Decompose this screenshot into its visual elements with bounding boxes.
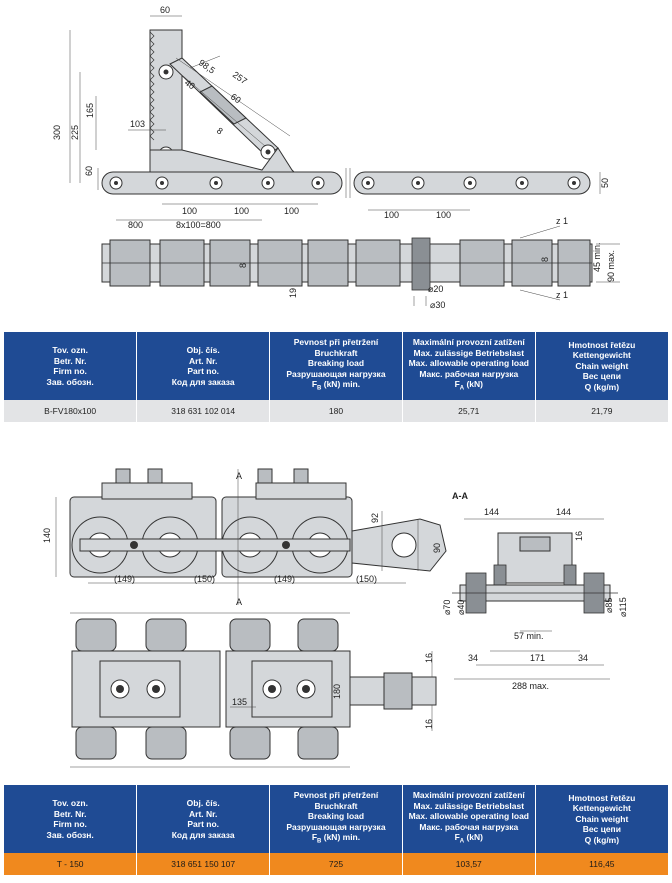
header-part-no: Obj. čís.Art. Nr. Part no.Код для заказа xyxy=(136,332,271,400)
dim-165: 165 xyxy=(85,103,95,118)
dim-300: 300 xyxy=(52,125,62,140)
dim-100-b: 100 xyxy=(234,206,249,216)
section-a-a-view xyxy=(452,518,618,680)
chain-drawing-2: 140 A A (149) (150) (149) (150) 92 90 A-… xyxy=(0,455,672,780)
pitch-149-a: (149) xyxy=(114,574,135,584)
dim-100-d: 100 xyxy=(384,210,399,220)
dimension-lines-1 xyxy=(69,15,601,221)
dim-90: 90 xyxy=(432,543,442,553)
dim-dia-30: ⌀30 xyxy=(430,300,445,310)
dim-60: 60 xyxy=(160,5,170,15)
dim-100-e: 100 xyxy=(436,210,451,220)
cell-chain-weight: 21,79 xyxy=(535,400,668,422)
dim-90-max: 90 max. xyxy=(606,250,616,282)
header-part-no: Obj. čís.Art. Nr. Part no.Код для заказа xyxy=(136,785,271,853)
dim-8-b: 8 xyxy=(238,263,248,268)
spec-table-1: Tov. ozn.Betr. Nr. Firm no.Зав. обозн. O… xyxy=(4,332,668,422)
cell-breaking-load: 725 xyxy=(269,853,403,875)
dim-144-a: 144 xyxy=(484,507,499,517)
header-firm-no: Tov. ozn.Betr. Nr. Firm no.Зав. обозн. xyxy=(4,332,138,400)
chain-top-view xyxy=(101,225,620,306)
dim-16-c: 16 xyxy=(424,719,434,729)
trolley-side-view xyxy=(55,468,447,605)
dim-140: 140 xyxy=(42,528,52,543)
dim-103: 103 xyxy=(130,119,145,129)
chain-strip xyxy=(101,168,591,198)
cell-part-no: 318 651 150 107 xyxy=(136,853,271,875)
dim-19: 19 xyxy=(288,288,298,298)
dim-100-a: 100 xyxy=(182,206,197,216)
dim-dia-70: ⌀70 xyxy=(442,600,452,615)
trolley-top-view xyxy=(70,612,437,768)
cell-max-operating-load: 103,57 xyxy=(402,853,536,875)
dim-135: 135 xyxy=(232,697,247,707)
dim-dia-115: ⌀115 xyxy=(618,597,628,617)
dim-16: 16 xyxy=(574,531,584,541)
dim-8: 8 xyxy=(215,125,225,136)
dim-171: 171 xyxy=(530,653,545,663)
spec-table-2: Tov. ozn.Betr. Nr. Firm no.Зав. обозн. O… xyxy=(4,785,668,875)
dim-16-b: 16 xyxy=(424,653,434,663)
dim-98-5: 98,5 xyxy=(197,57,217,75)
chain-drawing-2-svg: 140 A A (149) (150) (149) (150) 92 90 A-… xyxy=(42,468,628,768)
chain-drawing-1: 60 300 225 165 103 60 98,5 257 40 60 8 1… xyxy=(0,0,672,330)
dim-57-min: 57 min. xyxy=(514,631,544,641)
dim-8-c: 8 xyxy=(540,257,550,262)
dim-180: 180 xyxy=(332,684,342,699)
pitch-149-b: (149) xyxy=(274,574,295,584)
dim-45-min: 45 min. xyxy=(592,242,602,272)
dim-800: 800 xyxy=(128,220,143,230)
cell-part-no: 318 631 102 014 xyxy=(136,400,271,422)
dim-257: 257 xyxy=(231,69,249,86)
dim-50: 50 xyxy=(600,178,610,188)
dim-92: 92 xyxy=(370,513,380,523)
dim-60-c: 60 xyxy=(229,91,243,105)
label-z1-bottom: z 1 xyxy=(556,290,568,300)
header-firm-no: Tov. ozn.Betr. Nr. Firm no.Зав. обозн. xyxy=(4,785,138,853)
dim-100-c: 100 xyxy=(284,206,299,216)
pitch-150-b: (150) xyxy=(356,574,377,584)
cell-chain-weight: 116,45 xyxy=(535,853,668,875)
dim-225: 225 xyxy=(70,125,80,140)
table-row: T - 150 318 651 150 107 725 103,57 116,4… xyxy=(4,853,668,875)
cell-firm-no: B-FV180x100 xyxy=(4,400,138,422)
dim-144-b: 144 xyxy=(556,507,571,517)
cell-breaking-load: 180 xyxy=(269,400,403,422)
table-row: B-FV180x100 318 631 102 014 180 25,71 21… xyxy=(4,400,668,422)
label-z1-top: z 1 xyxy=(556,216,568,226)
dim-288-max: 288 max. xyxy=(512,681,549,691)
cell-firm-no: T - 150 xyxy=(4,853,138,875)
dim-dia-85: ⌀85 xyxy=(604,598,614,613)
dim-dia-40: ⌀40 xyxy=(456,600,466,615)
section-mark-a-bottom: A xyxy=(236,597,242,607)
pitch-150-a: (150) xyxy=(194,574,215,584)
section-label-a-a: A-A xyxy=(452,491,468,501)
dim-34-a: 34 xyxy=(468,653,478,663)
dim-34-b: 34 xyxy=(578,653,588,663)
section-mark-a-top: A xyxy=(236,471,242,481)
cell-max-operating-load: 25,71 xyxy=(402,400,536,422)
chain-drawing-1-svg: 60 300 225 165 103 60 98,5 257 40 60 8 1… xyxy=(52,5,620,310)
dim-dia-20: ⌀20 xyxy=(428,284,443,294)
dim-60-b: 60 xyxy=(84,166,94,176)
diagonal-strut xyxy=(169,57,279,160)
dim-40: 40 xyxy=(183,77,197,91)
dim-8x100: 8x100=800 xyxy=(176,220,221,230)
